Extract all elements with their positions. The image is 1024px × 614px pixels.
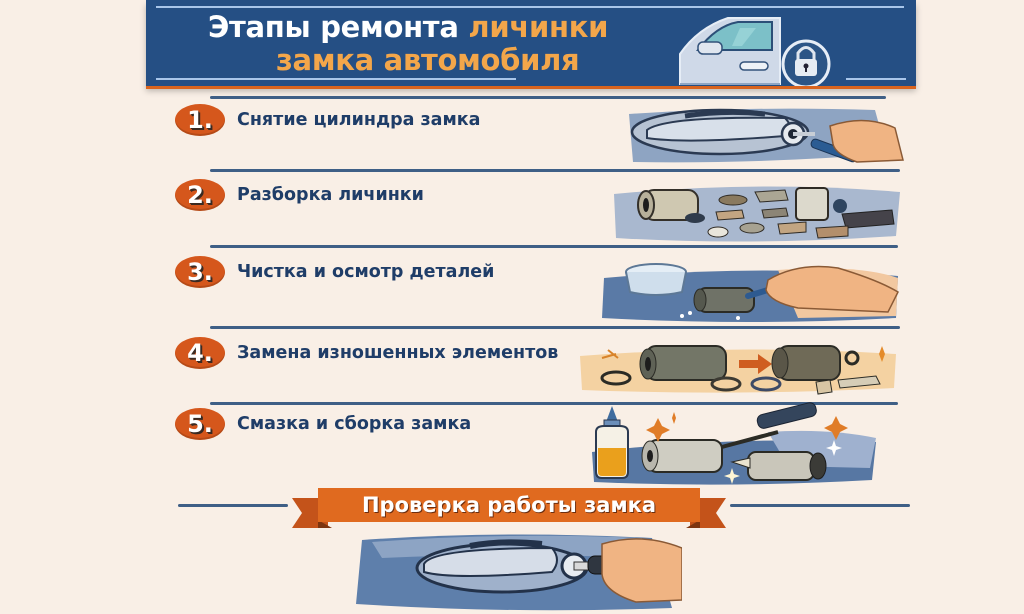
header-bottom-line-right: [846, 78, 906, 80]
lubrication-assembly-illustration: [592, 402, 876, 485]
car-door-icon: [679, 17, 831, 86]
separator-line: [210, 402, 898, 405]
door-handle-removal-illustration: [629, 108, 904, 163]
separator-line: [210, 96, 886, 99]
step-item-5: 5. Смазка и сборка замка: [175, 407, 471, 441]
key-in-door-handle-illustration: [356, 534, 682, 611]
step-item-2: 2. Разборка личинки: [175, 178, 424, 212]
header-bottom-line-left: [156, 78, 516, 80]
separator-line: [210, 326, 900, 329]
step-item-1: 1. Снятие цилиндра замка: [175, 103, 480, 137]
separator-line-left: [178, 504, 288, 507]
separator-line-right: [730, 504, 910, 507]
step-label: Чистка и осмотр деталей: [237, 262, 495, 282]
step-number-badge: 4.: [175, 337, 225, 369]
header-banner: Этапы ремонта личинки замка автомобиля: [146, 0, 916, 86]
final-step-banner: Проверка работы замка: [292, 488, 726, 530]
page-title-accent: личинки: [468, 10, 609, 44]
step-item-3: 3. Чистка и осмотр деталей: [175, 255, 494, 289]
separator-line: [210, 245, 898, 248]
header-top-line: [156, 6, 904, 8]
replacing-parts-illustration: [580, 345, 896, 395]
step-item-4: 4. Замена изношенных элементов: [175, 336, 558, 370]
step-number-badge: 1.: [175, 104, 225, 136]
step-number-badge: 3.: [175, 256, 225, 288]
disassembled-cylinder-illustration: [614, 186, 900, 242]
cleaning-cylinder-illustration: [602, 263, 899, 322]
separator-line: [210, 169, 900, 172]
banner-label: Проверка работы замка: [318, 488, 700, 522]
step-number-badge: 2.: [175, 179, 225, 211]
step-label: Замена изношенных элементов: [237, 343, 559, 363]
page-title-line2: замка автомобиля: [276, 43, 580, 77]
step-label: Смазка и сборка замка: [237, 414, 472, 434]
step-label: Снятие цилиндра замка: [237, 110, 481, 130]
page-title-line1: Этапы ремонта личинки: [208, 10, 609, 44]
step-number-badge: 5.: [175, 408, 225, 440]
step-label: Разборка личинки: [237, 185, 424, 205]
